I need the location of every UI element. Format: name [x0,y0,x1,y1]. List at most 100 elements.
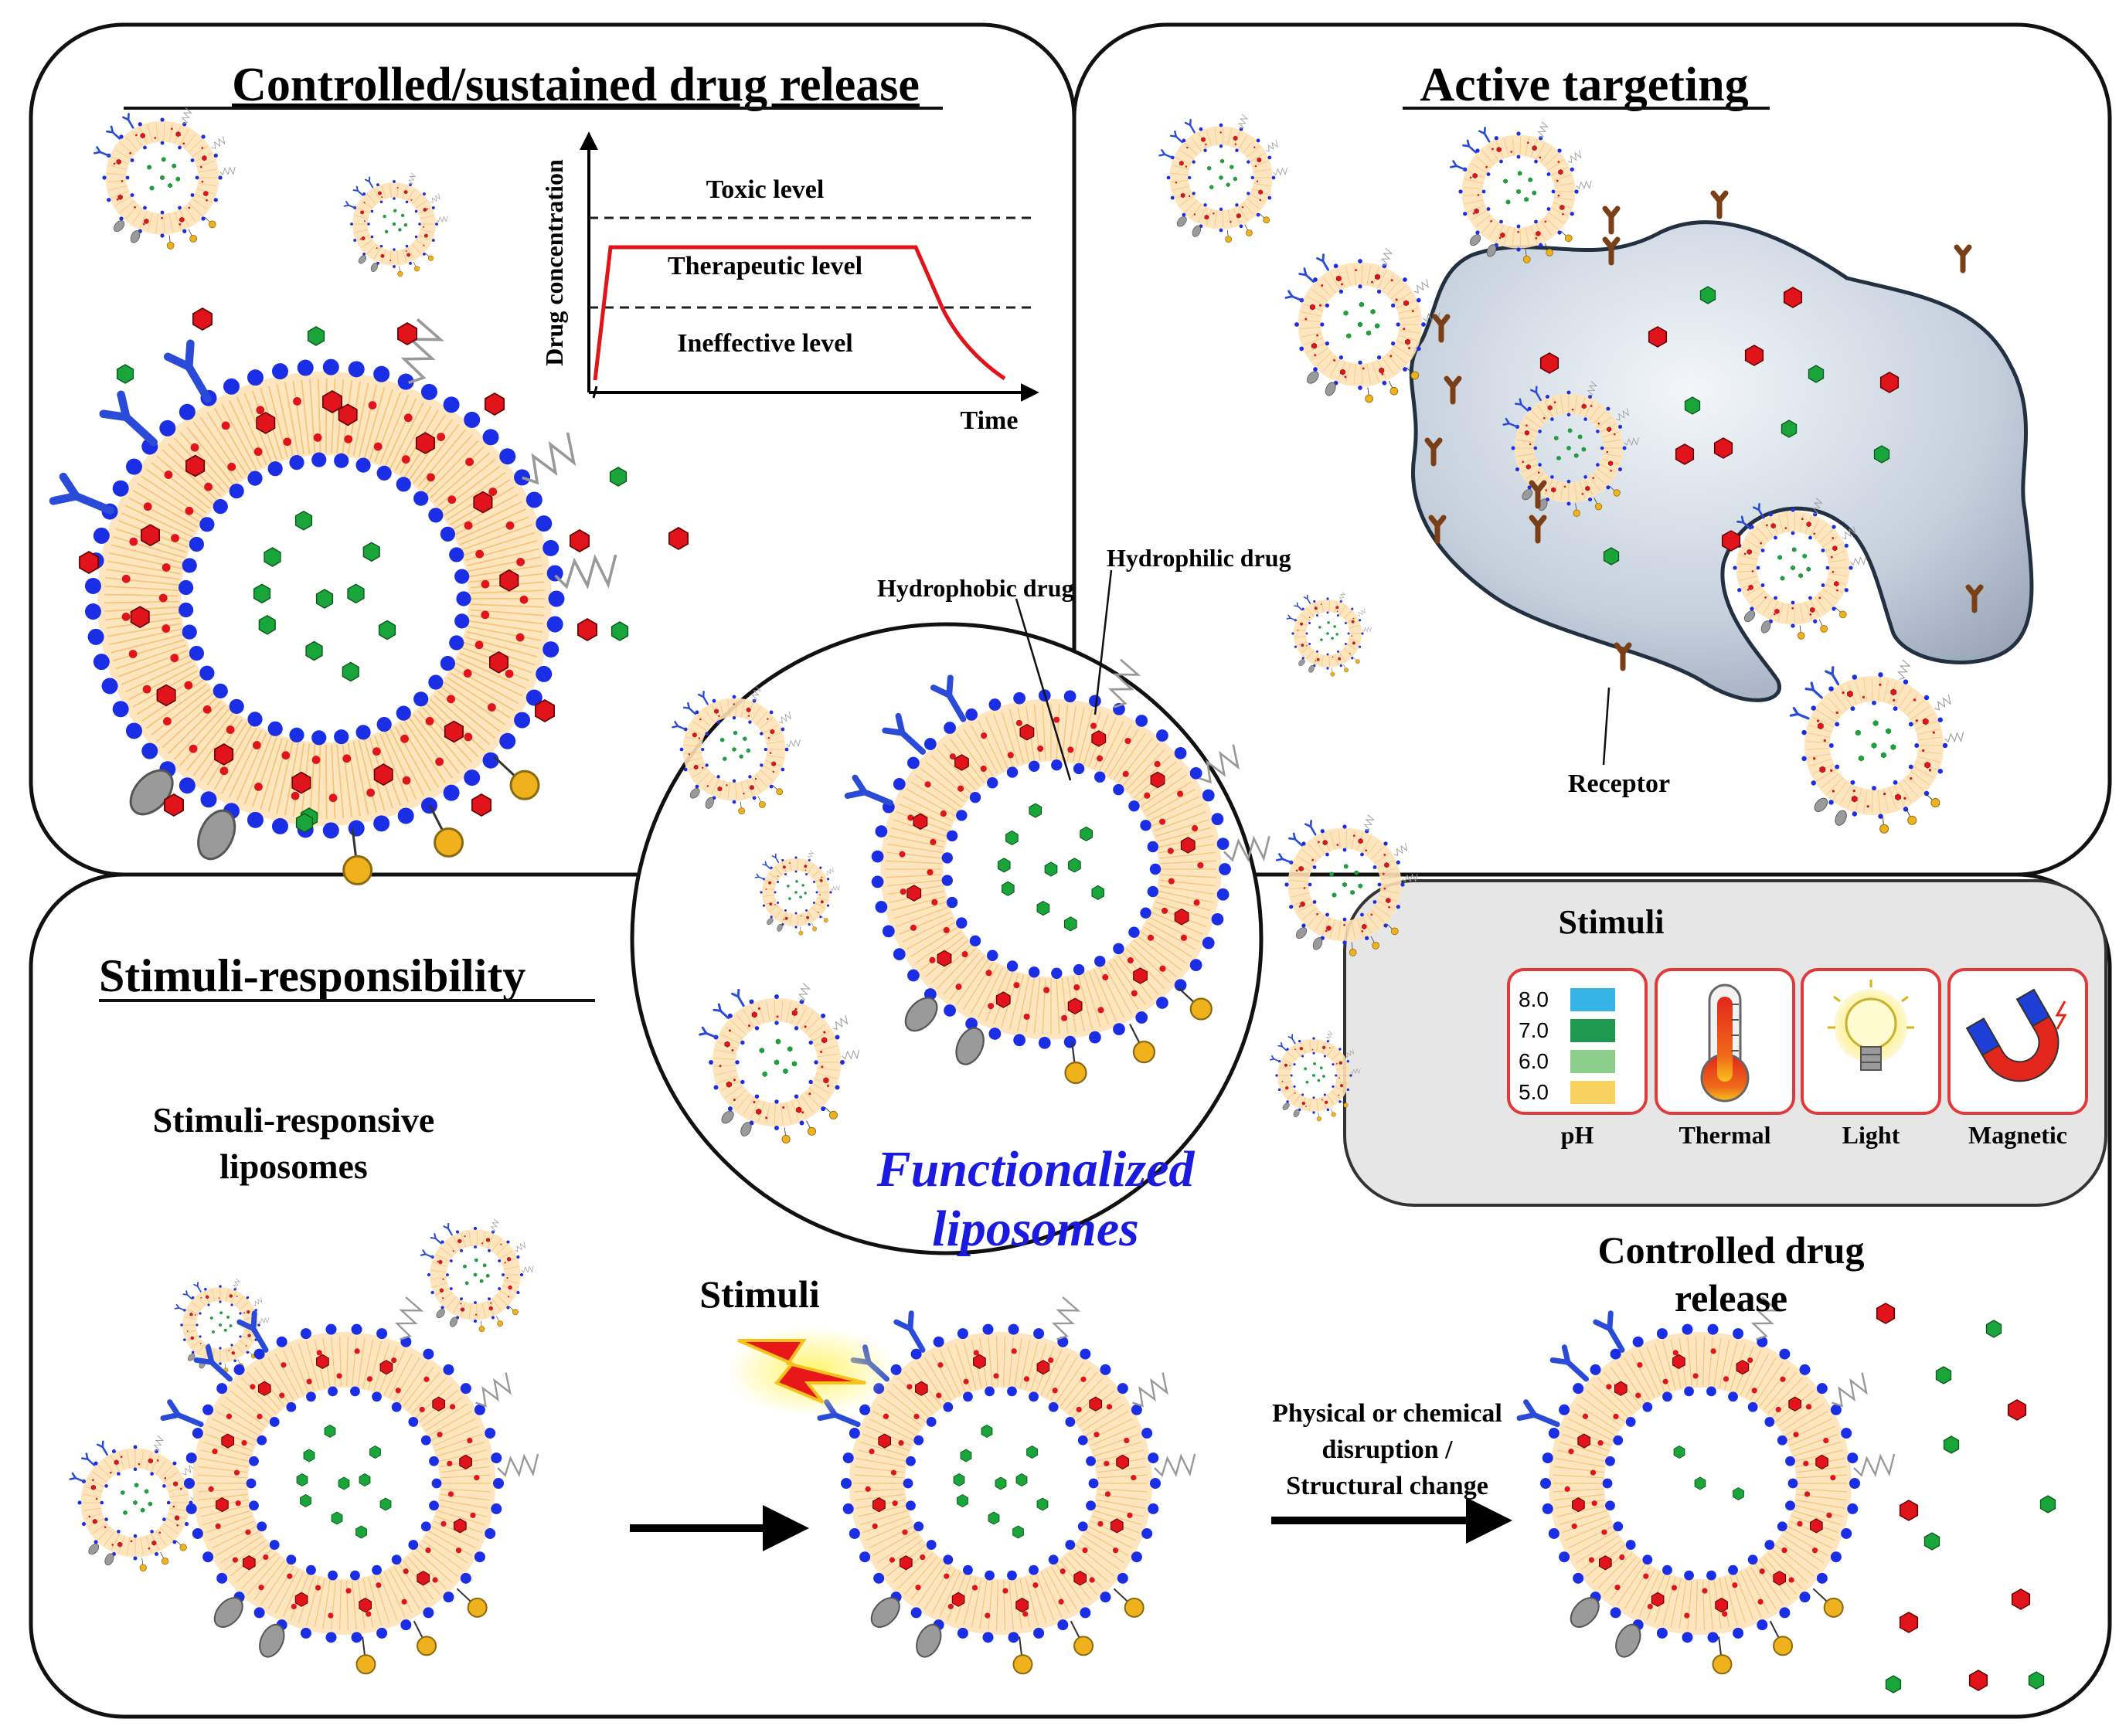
hydrophobic-drug [1301,1101,1305,1106]
light-label: Light [1842,1121,1900,1149]
liposome [699,983,860,1144]
hydrophilic-drug [1342,882,1347,888]
hydrophilic-drug [393,209,397,213]
hydrophilic-drug [385,229,389,234]
hydrophobic-drug [995,991,1011,1008]
hydrophobic-drug [1496,146,1502,153]
receptor [1424,437,1443,467]
hydrophilic-drug [355,1525,367,1539]
hydrophilic-drug [1567,428,1573,433]
hydrophilic-drug [788,897,791,901]
released-drug [116,364,134,384]
hydrophobic-drug [806,916,810,919]
lightning-bolt-icon [726,1327,896,1416]
hydrophobic-drug [453,1518,467,1534]
hydrophobic-drug [439,1288,444,1293]
liposome [1284,247,1440,403]
hydrophobic-drug [1110,1518,1124,1534]
hydrophobic-drug [247,1333,251,1338]
hydrophobic-drug [488,651,508,674]
hydrophilic-drug [378,620,396,640]
hydrophobic-drug [1614,1381,1628,1396]
hydrophilic-drug [799,895,802,899]
hydrophilic-drug [1036,900,1050,916]
hydrophilic-drug [253,583,271,604]
hydrophilic-drug [762,1071,767,1077]
therapeutic-level-label: Therapeutic level [668,252,862,280]
hydrophobic-drug [1309,304,1315,311]
hydrophobic-drug [185,454,206,477]
hydrophilic-drug [1063,916,1077,932]
hydrophobic-drug [1322,1045,1326,1050]
hydrophilic-drug [141,1507,145,1513]
released-drug [668,527,689,550]
hydrophobic-drug [1299,1046,1303,1051]
released-drug [577,618,597,641]
hydrophilic-drug [1890,744,1896,751]
hydrophilic-drug [1855,729,1861,736]
thermometer-icon [1700,984,1750,1102]
hydrophobic-drug [751,1011,757,1018]
hydrophobic-drug [507,1256,512,1262]
hydrophobic-drug [1073,1571,1087,1586]
receptor-leader-line [1602,687,1611,766]
hydrophobic-drug [1326,925,1332,931]
hydrophobic-drug [906,885,922,902]
hydrophilic-drug [739,754,743,759]
receptor [1614,642,1632,671]
magnetic-stimulus: Magnetic [1947,968,2088,1149]
hydrophobic-drug [459,1454,472,1470]
hydrophilic-drug [1505,199,1511,205]
hydrophilic-drug [1880,752,1886,759]
hydrophilic-drug [1220,158,1225,164]
liposome [672,685,801,815]
hydrophilic-drug [783,1068,788,1075]
released-drug [295,813,314,833]
hydrophilic-drug [315,589,334,609]
hydrophilic-drug [1326,632,1329,635]
intracellular-drug [1783,287,1803,308]
hydrophilic-drug [1886,728,1892,735]
hydrophobic-drug [206,1295,209,1299]
hydrophobic-drug [1015,1597,1029,1613]
hydrophilic-drug [981,1424,993,1439]
released-drug [2028,1671,2045,1690]
intracellular-drug [1808,365,1825,383]
hydrophobic-drug [1672,1354,1685,1370]
toxic-level-label: Toxic level [706,175,825,204]
hydrophobic-drug [1748,584,1753,590]
hydrophobic-drug [1300,901,1305,907]
hydrophilic-drug [1304,1067,1308,1071]
hydrophobic-drug [316,1354,329,1370]
hydrophilic-drug [1036,1497,1049,1511]
stimuli-box-title: Stimuli [1559,903,1665,941]
hydrophobic-drug [90,1484,96,1490]
hydrophobic-drug [1201,137,1206,142]
hydrophilic-drug [219,1311,223,1315]
hydrophobic-drug [1572,1496,1585,1513]
intracellular-drug [1721,530,1741,552]
released-drug [1885,1675,1902,1694]
hydrophilic-drug [988,1511,1000,1525]
hydrophobic-drug [1922,718,1929,725]
intracellular-drug [1744,345,1764,366]
hydrophobic-drug [1340,1083,1344,1088]
stimuli-responsibility-title: Stimuli-responsibility [99,950,525,1001]
hydrophilic-drug [401,213,405,218]
hydrophobic-drug [202,155,207,161]
hydrophobic-drug [1847,690,1853,698]
liposome [1723,498,1866,640]
hydrophilic-drug [997,858,1011,873]
receptor [1602,206,1621,235]
ph-swatch [1570,1019,1615,1042]
hydrophobic-drug [1559,204,1565,211]
hydrophobic-drug [1773,1571,1787,1586]
hydrophobic-drug [488,1306,493,1311]
hydrophobic-drug [1204,214,1209,220]
hydrophilic-drug [485,1273,490,1278]
liposome [1158,114,1287,243]
hydrophilic-drug [226,1315,230,1320]
hydrophobic-drug [485,1238,490,1242]
hydrophobic-drug [1532,145,1537,151]
hydrophilic-drug [801,883,804,887]
